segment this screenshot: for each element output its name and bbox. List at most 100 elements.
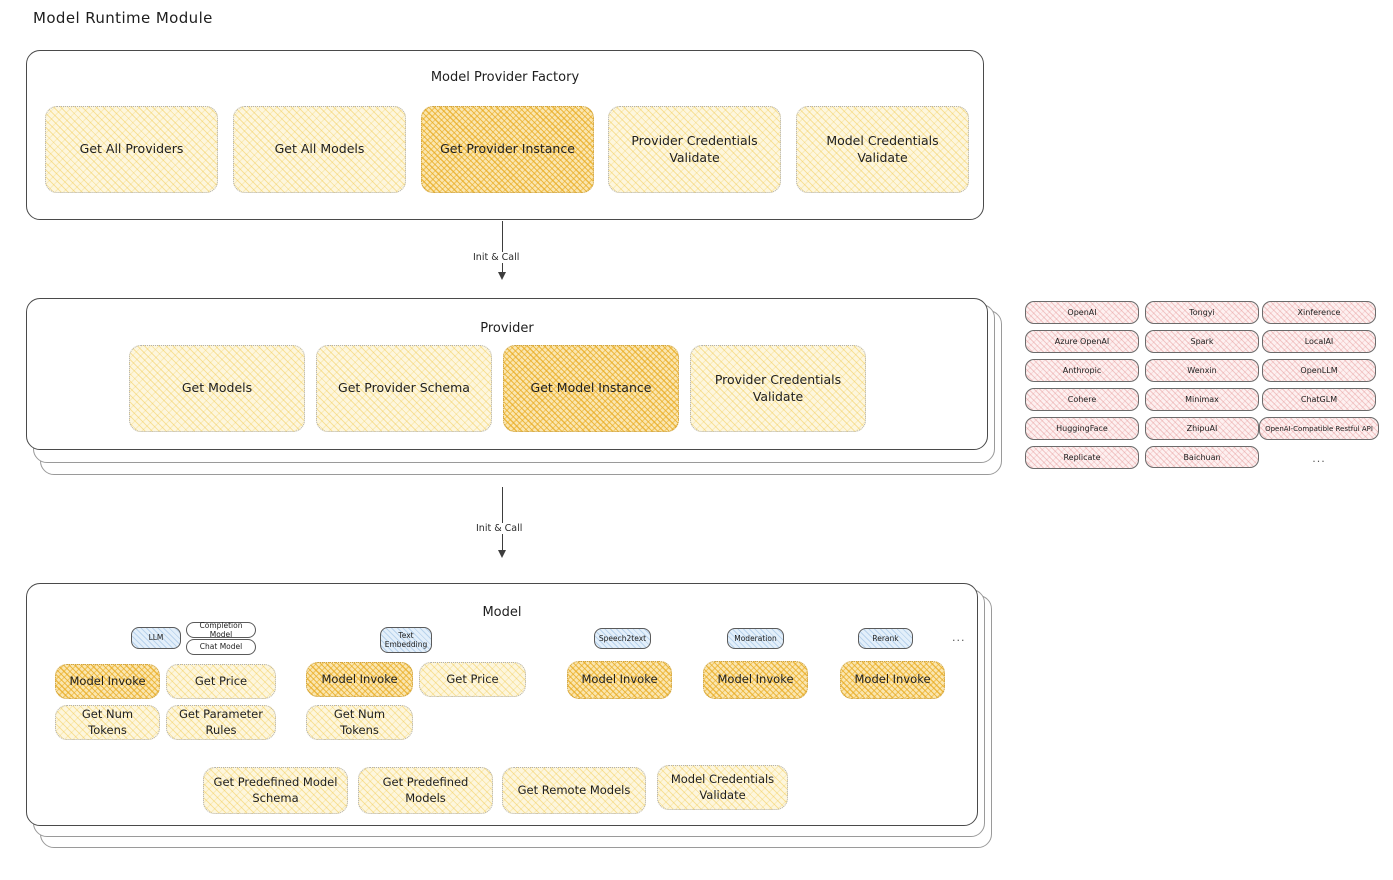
rerank-method-model-invoke[interactable]: Model Invoke [840,661,945,699]
page-title: Model Runtime Module [33,9,213,27]
llm-method-get-num-tokens[interactable]: Get Num Tokens [55,705,160,740]
method-label: Model Invoke [321,671,398,686]
provider-method-get-model-instance[interactable]: Get Model Instance [503,345,679,432]
provider-method-get-provider-schema[interactable]: Get Provider Schema [316,345,492,432]
provider-pill-label: Anthropic [1062,366,1102,375]
method-label: Get Predefined Model Schema [213,774,338,805]
model-type-badge-rerank[interactable]: Rerank [858,628,913,649]
provider-pill-spark[interactable]: Spark [1145,330,1259,353]
llm-method-model-invoke[interactable]: Model Invoke [55,664,160,699]
model-subtype-badge-completion-model[interactable]: Completion Model [186,620,256,639]
factory-method-label: Get Provider Instance [440,141,575,157]
provider-pill-label: HuggingFace [1056,424,1108,433]
provider-pill-label: ZhipuAI [1186,424,1218,433]
provider-pill-anthropic[interactable]: Anthropic [1025,359,1139,382]
method-label: Model Invoke [69,673,146,688]
provider-pill-label: Xinference [1297,308,1341,317]
provider-pill-label: Azure OpenAI [1054,337,1110,346]
model-type-badge-speech2text[interactable]: Speech2text [594,628,651,649]
factory-method-model-credentials-validate[interactable]: Model Credentials Validate [796,106,969,193]
provider-pill-baichuan[interactable]: Baichuan [1145,446,1259,468]
method-label: Get Num Tokens [81,706,134,737]
provider-pill-label: Spark [1190,337,1214,346]
model-shared-method-get-remote-models[interactable]: Get Remote Models [502,767,646,814]
provider-pill-openai-compatible-restful-api[interactable]: OpenAI-Compatible Restful API [1259,417,1379,440]
provider-list-ellipsis: ... [1312,452,1326,465]
model-type-badge-text-embedding[interactable]: Text Embedding [380,627,432,653]
provider-pill-minimax[interactable]: Minimax [1145,388,1259,411]
provider-method-label: Get Provider Schema [338,380,470,396]
provider-pill-label: Minimax [1185,395,1219,404]
factory-method-get-all-providers[interactable]: Get All Providers [45,106,218,193]
provider-method-provider-credentials-validate[interactable]: Provider Credentials Validate [690,345,866,432]
provider-pill-label: Cohere [1067,395,1097,404]
method-label: Model Invoke [717,672,794,687]
text-embedding-method-get-num-tokens[interactable]: Get Num Tokens [306,705,413,740]
model-types-ellipsis: ... [952,631,966,644]
arrow-provider-to-model-label: Init & Call [473,523,526,534]
provider-pill-cohere[interactable]: Cohere [1025,388,1139,411]
model-type-badge-llm[interactable]: LLM [131,627,181,649]
provider-pill-wenxin[interactable]: Wenxin [1145,359,1259,382]
factory-method-get-provider-instance[interactable]: Get Provider Instance [421,106,594,193]
provider-method-label: Get Models [181,380,253,396]
provider-method-label: Provider Credentials Validate [714,371,842,404]
provider-pill-chatglm[interactable]: ChatGLM [1262,388,1376,411]
method-label: Get Remote Models [517,782,631,797]
provider-pill-localai[interactable]: LocalAI [1262,330,1376,353]
speech2text-method-model-invoke[interactable]: Model Invoke [567,661,672,699]
model-title: Model [482,605,522,620]
model-provider-factory-title: Model Provider Factory [430,70,580,85]
model-type-label: Text Embedding [384,630,428,649]
provider-pill-huggingface[interactable]: HuggingFace [1025,417,1139,440]
provider-title: Provider [480,321,534,336]
method-label: Model Credentials Validate [670,771,775,802]
arrow-factory-to-provider-label: Init & Call [470,252,523,263]
provider-method-get-models[interactable]: Get Models [129,345,305,432]
provider-pill-xinference[interactable]: Xinference [1262,301,1376,324]
arrow-factory-to-provider-line [502,221,504,274]
moderation-method-model-invoke[interactable]: Model Invoke [703,661,808,699]
model-subtype-badge-chat-model[interactable]: Chat Model [186,639,256,655]
model-type-label: LLM [148,633,164,643]
method-label: Get Price [194,673,248,688]
provider-pill-openai[interactable]: OpenAI [1025,301,1139,324]
provider-pill-label: Tongyi [1189,308,1215,317]
model-shared-method-get-predefined-models[interactable]: Get Predefined Models [358,767,493,814]
provider-pill-label: Wenxin [1187,366,1217,375]
model-shared-method-model-credentials-validate[interactable]: Model Credentials Validate [657,765,788,810]
text-embedding-method-model-invoke[interactable]: Model Invoke [306,662,413,697]
provider-pill-azure-openai[interactable]: Azure OpenAI [1025,330,1139,353]
provider-pill-label: OpenAI-Compatible Restful API [1265,424,1373,433]
provider-pill-openllm[interactable]: OpenLLM [1262,359,1376,382]
factory-method-provider-credentials-validate[interactable]: Provider Credentials Validate [608,106,781,193]
provider-pill-label: OpenAI [1067,308,1097,317]
provider-pill-label: ChatGLM [1300,395,1338,404]
provider-pill-label: Baichuan [1183,452,1221,462]
arrow-provider-to-model-head [498,550,506,558]
llm-method-get-price[interactable]: Get Price [166,664,276,699]
provider-pill-label: Replicate [1063,453,1101,462]
model-type-label: Moderation [734,633,777,643]
model-subtype-label: Chat Model [199,642,243,652]
llm-method-get-parameter-rules[interactable]: Get Parameter Rules [166,705,276,740]
method-label: Get Num Tokens [333,706,386,737]
model-shared-method-get-predefined-model-schema[interactable]: Get Predefined Model Schema [203,767,348,814]
provider-pill-tongyi[interactable]: Tongyi [1145,301,1259,324]
model-subtype-label: Completion Model [199,620,243,639]
text-embedding-method-get-price[interactable]: Get Price [419,662,526,697]
provider-pill-replicate[interactable]: Replicate [1025,446,1139,469]
method-label: Get Price [446,671,499,686]
model-type-badge-moderation[interactable]: Moderation [727,628,784,649]
provider-method-label: Get Model Instance [530,380,652,396]
provider-pill-zhipuai[interactable]: ZhipuAI [1145,417,1259,440]
model-type-label: Rerank [872,633,899,643]
method-label: Model Invoke [581,672,658,687]
model-type-label: Speech2text [598,633,647,643]
method-label: Get Predefined Models [382,774,469,805]
provider-pill-label: OpenLLM [1300,366,1338,375]
factory-method-label: Get All Providers [79,141,184,157]
factory-method-label: Model Credentials Validate [826,132,939,165]
arrow-provider-to-model-line [502,487,504,552]
factory-method-get-all-models[interactable]: Get All Models [233,106,406,193]
